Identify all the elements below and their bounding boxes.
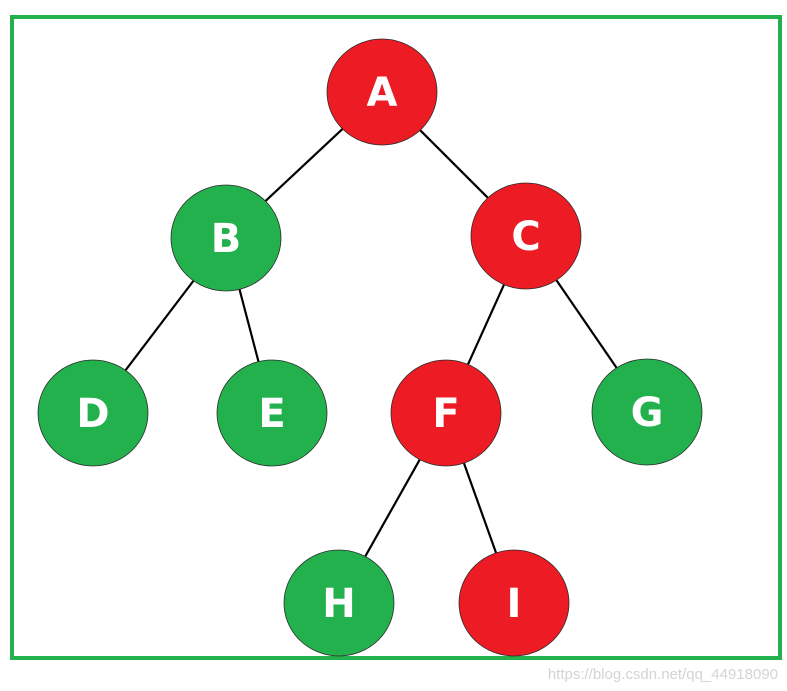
- edge-B-E: [238, 289, 260, 362]
- node-label-B: B: [211, 216, 242, 262]
- tree-node-B: B: [170, 184, 282, 292]
- edge-A-B: [264, 128, 344, 202]
- node-label-C: C: [511, 214, 540, 260]
- tree-node-E: E: [216, 359, 328, 467]
- node-circle-F: [390, 359, 502, 467]
- edge-C-G: [555, 279, 618, 369]
- node-circle-A: [326, 38, 438, 146]
- tree-edges: [124, 128, 618, 557]
- diagram-frame: [10, 15, 782, 660]
- node-circle-H: [283, 549, 395, 657]
- edge-A-C: [419, 129, 489, 199]
- node-label-E: E: [258, 391, 285, 437]
- node-circle-I: [458, 549, 570, 657]
- tree-node-I: I: [458, 549, 570, 657]
- tree-node-G: G: [591, 358, 703, 466]
- node-circle-C: [470, 182, 582, 290]
- edge-F-I: [462, 462, 498, 554]
- node-label-F: F: [432, 391, 459, 437]
- tree-node-D: D: [37, 359, 149, 467]
- tree-node-A: A: [326, 38, 438, 146]
- node-circle-E: [216, 359, 328, 467]
- tree-node-C: C: [470, 182, 582, 290]
- tree-node-H: H: [283, 549, 395, 657]
- node-circle-D: [37, 359, 149, 467]
- node-label-A: A: [367, 70, 398, 116]
- edge-C-F: [466, 284, 506, 365]
- node-circle-B: [170, 184, 282, 292]
- tree-node-F: F: [390, 359, 502, 467]
- edge-B-D: [124, 280, 195, 371]
- node-circle-G: [591, 358, 703, 466]
- edge-F-H: [364, 459, 421, 557]
- tree-nodes: A B C D E F G H I: [37, 38, 703, 657]
- node-label-H: H: [322, 581, 355, 627]
- node-label-D: D: [76, 391, 109, 437]
- node-label-G: G: [631, 390, 664, 436]
- watermark-text: https://blog.csdn.net/qq_44918090: [548, 666, 778, 683]
- node-label-I: I: [507, 581, 522, 627]
